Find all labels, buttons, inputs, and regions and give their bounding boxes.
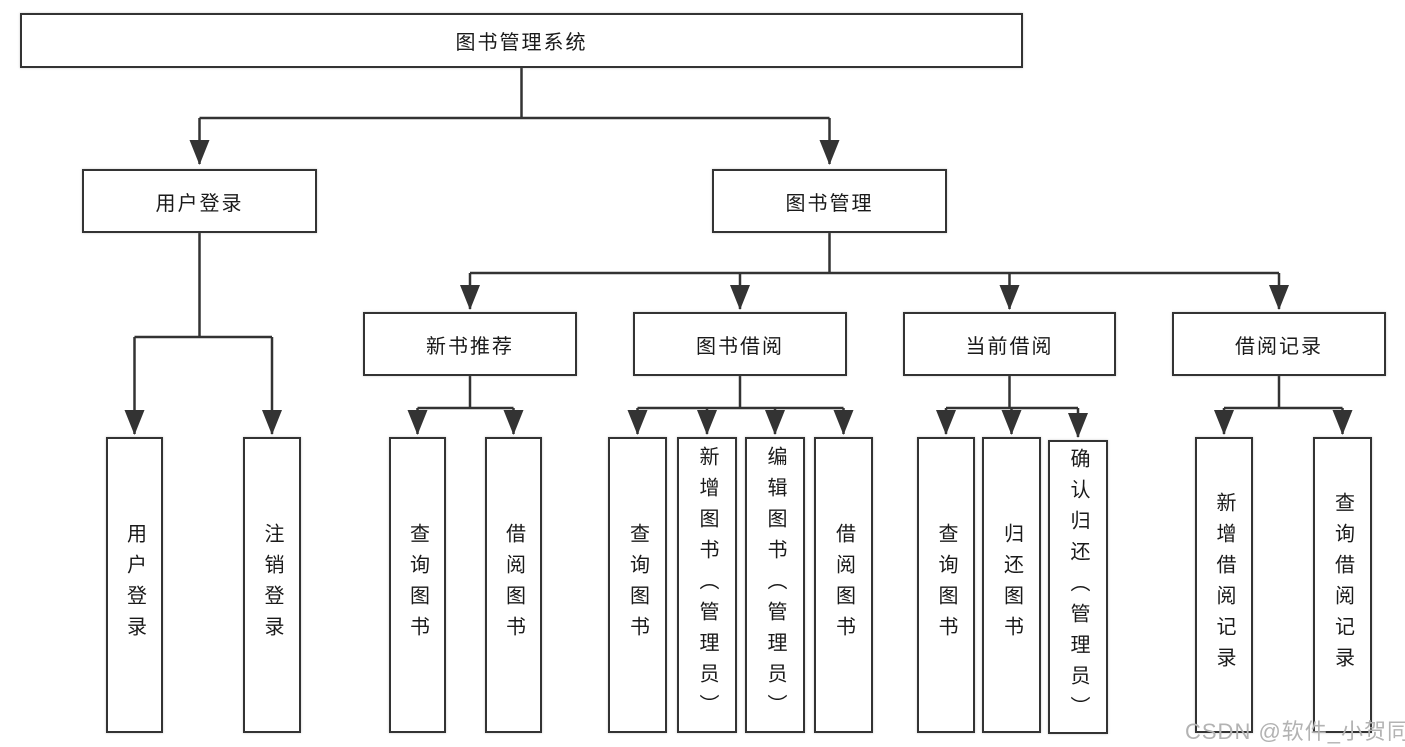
node-new-book-recommend-label: 新书推荐 [426,335,514,358]
node-leaf-query-books-2-label: 查询图书 [626,523,649,647]
node-leaf-user-login: 用户登录 [106,437,163,733]
node-leaf-logout: 注销登录 [243,437,301,733]
node-leaf-query-books-1: 查询图书 [389,437,446,733]
node-new-book-recommend: 新书推荐 [363,312,577,376]
node-leaf-logout-label: 注销登录 [261,523,283,647]
node-leaf-query-borrow-record: 查询借阅记录 [1313,437,1372,733]
node-leaf-query-books-3-label: 查询图书 [935,523,957,647]
node-book-borrow-label: 图书借阅 [696,335,784,358]
node-root-library-system: 图书管理系统 [20,13,1023,68]
node-leaf-return-book: 归还图书 [982,437,1041,733]
node-leaf-query-books-3: 查询图书 [917,437,975,733]
node-leaf-add-borrow-record-label: 新增借阅记录 [1213,492,1235,678]
node-leaf-borrow-books-2-label: 借阅图书 [832,523,855,647]
node-leaf-query-borrow-record-label: 查询借阅记录 [1331,492,1354,678]
node-leaf-add-book-admin: 新增图书（管理员） [677,437,737,733]
node-book-management: 图书管理 [712,169,947,233]
node-leaf-add-book-admin-label: 新增图书（管理员） [696,445,718,725]
node-user-login-label: 用户登录 [155,192,244,215]
node-leaf-borrow-books-1: 借阅图书 [485,437,542,733]
node-leaf-return-book-label: 归还图书 [1000,523,1023,647]
node-book-management-label: 图书管理 [785,192,874,215]
csdn-watermark: CSDN @软件_小贺同学 [1185,719,1405,744]
node-leaf-user-login-label: 用户登录 [123,523,146,647]
node-leaf-confirm-return-admin: 确认归还（管理员） [1048,440,1108,734]
node-leaf-add-borrow-record: 新增借阅记录 [1195,437,1253,733]
node-leaf-query-books-2: 查询图书 [608,437,667,733]
node-leaf-borrow-books-1-label: 借阅图书 [502,523,525,647]
node-current-borrow: 当前借阅 [903,312,1116,376]
node-root-label: 图书管理系统 [455,32,588,54]
node-leaf-edit-book-admin: 编辑图书（管理员） [745,437,805,733]
node-leaf-confirm-return-admin-label: 确认归还（管理员） [1067,447,1089,727]
node-borrow-records-label: 借阅记录 [1235,335,1323,358]
node-user-login: 用户登录 [82,169,317,233]
node-current-borrow-label: 当前借阅 [965,335,1054,358]
node-borrow-records: 借阅记录 [1172,312,1386,376]
node-book-borrow: 图书借阅 [633,312,847,376]
node-leaf-borrow-books-2: 借阅图书 [814,437,873,733]
node-leaf-query-books-1-label: 查询图书 [406,523,429,647]
node-leaf-edit-book-admin-label: 编辑图书（管理员） [764,445,786,725]
